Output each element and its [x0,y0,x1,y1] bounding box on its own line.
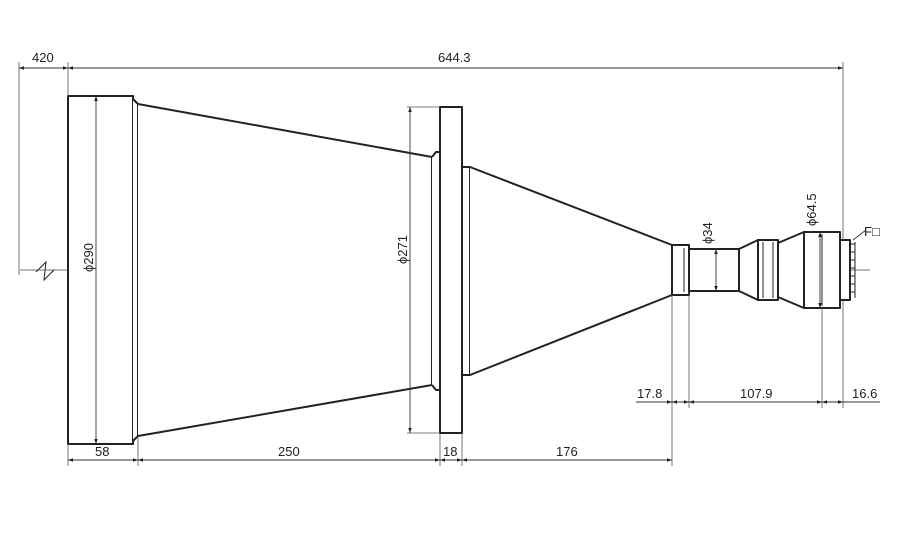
neck-tube [688,248,740,292]
seg-front-cone-label: 250 [278,444,300,459]
rear-cone [469,166,673,376]
seg-mount-label: 16.6 [852,386,877,401]
neck-ring [671,244,690,296]
flange-collar-rear [461,166,471,376]
rear-diameter-label: ϕ64.5 [804,193,819,226]
seg-flange-label: 18 [443,444,457,459]
axis-break-symbol [35,260,55,282]
rear-body-ring [757,239,779,301]
mount-leader [852,229,867,241]
seg-front-barrel-label: 58 [95,444,109,459]
mounting-flange [439,106,463,434]
rear-body-taper [738,239,759,301]
seg-neck-label: 17.8 [637,386,662,401]
working-distance-label: 420 [32,50,54,65]
front-barrel-step [132,98,139,442]
overall-length-label: 644.3 [438,50,471,65]
front-cone [137,103,433,437]
flange-collar-front [431,151,441,391]
mount-label: F□ [864,224,880,239]
seg-rear-cone-label: 176 [556,444,578,459]
flange-diameter-label: ϕ271 [395,235,410,264]
front-diameter-label: ϕ290 [81,243,96,272]
neck-diameter-label: ϕ34 [700,222,715,244]
rear-body-cone [777,231,805,309]
f-mount [839,239,851,301]
front-barrel [67,95,134,445]
seg-rear-body-label: 107.9 [740,386,773,401]
mount-thread [850,242,856,298]
